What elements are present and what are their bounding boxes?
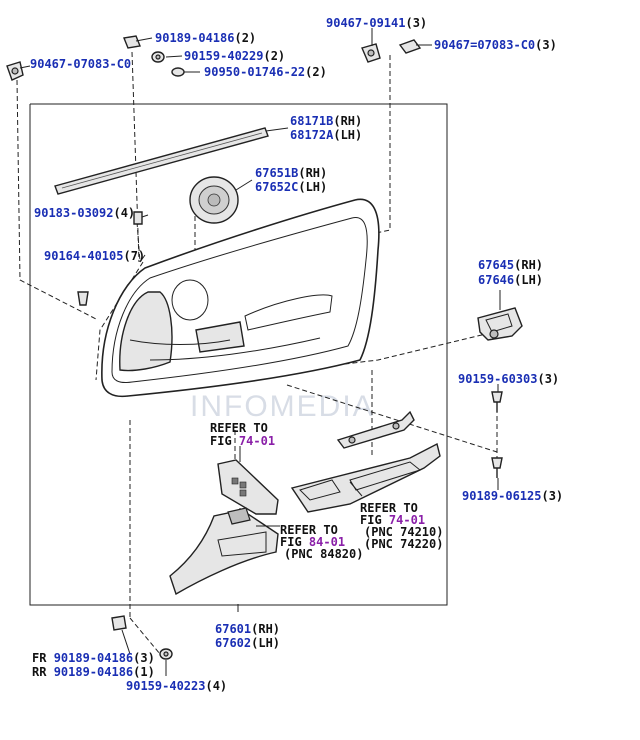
callout-90467-07083-c0-right: 90467=07083-C0(3) xyxy=(434,38,557,52)
callout-67651b: 67651B(RH) xyxy=(255,166,327,180)
clip-90189-bottom xyxy=(111,615,127,631)
screw-90183 xyxy=(133,211,143,225)
callout-67601: 67601(RH) xyxy=(215,622,280,636)
callout-90159-40223: 90159-40223(4) xyxy=(126,679,227,693)
callout-90950-01746-22: 90950-01746-22(2) xyxy=(204,65,327,79)
speaker-grille-67651 xyxy=(189,176,239,224)
callout-67646: 67646(LH) xyxy=(478,273,543,287)
clip-90467-right xyxy=(398,39,422,54)
callout-fr-90189-04186: FR 90189-04186(3) xyxy=(32,651,155,665)
inside-handle-bezel-67645 xyxy=(477,307,523,341)
clip-90164 xyxy=(77,291,89,306)
callout-90183-03092: 90183-03092(4) xyxy=(34,206,135,220)
svg-text:REFER TO: REFER TO xyxy=(360,501,418,515)
clip-90467-left xyxy=(6,61,24,81)
callout-68172a: 68172A(LH) xyxy=(290,128,362,142)
callout-90189-06125: 90189-06125(3) xyxy=(462,489,563,503)
screw-90159-right xyxy=(491,391,503,412)
svg-text:REFER TO: REFER TO xyxy=(280,523,338,537)
callout-90189-04186-top: 90189-04186(2) xyxy=(155,31,256,45)
screw-90159-top xyxy=(151,51,165,63)
callout-90159-60303: 90159-60303(3) xyxy=(458,372,559,386)
refer-to-fig-74-01-armrest: REFER TO FIG 74-01 (PNC 74210) (PNC 7422… xyxy=(360,501,443,551)
callout-68171b: 68171B(RH) xyxy=(290,114,362,128)
callout-90467-09141: 90467-09141(3) xyxy=(326,16,427,30)
screw-90159-bottom xyxy=(159,648,173,660)
cap-90950 xyxy=(171,67,185,77)
solid-leaders xyxy=(19,28,501,676)
pnc-74210: (PNC 74210) xyxy=(364,525,443,539)
belt-molding-68171 xyxy=(54,127,269,195)
svg-text:FIG 74-01: FIG 74-01 xyxy=(360,513,425,527)
pnc-74220: (PNC 74220) xyxy=(364,537,443,551)
callout-90164-40105: 90164-40105(7) xyxy=(44,249,145,263)
callout-90159-40229: 90159-40229(2) xyxy=(184,49,285,63)
assembly-frame xyxy=(29,103,448,606)
callout-67652c: 67652C(LH) xyxy=(255,180,327,194)
clip-90467-09141 xyxy=(361,43,381,63)
screw-90189-06125 xyxy=(491,457,503,478)
fig-link-74-01-b[interactable]: 74-01 xyxy=(389,513,425,527)
door-trim-panel xyxy=(101,198,380,398)
callout-90467-07083-c0-left: 90467-07083-C0 xyxy=(30,57,131,71)
watermark: INFOMEDIA xyxy=(190,390,375,423)
clip-90189-top xyxy=(123,35,141,49)
refer-to-fig-84-01: REFER TO FIG 84-01 (PNC 84820) xyxy=(280,523,363,561)
callout-67602: 67602(LH) xyxy=(215,636,280,650)
svg-text:FIG 84-01: FIG 84-01 xyxy=(280,535,345,549)
fig-link-74-01[interactable]: 74-01 xyxy=(239,434,275,448)
refer-to-fig-74-01-switch: REFER TO FIG 74-01 xyxy=(210,421,275,448)
lower-trim-pocket xyxy=(169,507,279,596)
pnc-84820: (PNC 84820) xyxy=(284,547,363,561)
callout-rr-90189-04186: RR 90189-04186(1) xyxy=(32,665,155,679)
switch-bezel-74-01 xyxy=(217,459,279,515)
fig-link-84-01[interactable]: 84-01 xyxy=(309,535,345,549)
svg-text:FIG 74-01: FIG 74-01 xyxy=(210,434,275,448)
callout-67645: 67645(RH) xyxy=(478,258,543,272)
armrest-bracket xyxy=(336,410,415,449)
svg-text:REFER TO: REFER TO xyxy=(210,421,268,435)
